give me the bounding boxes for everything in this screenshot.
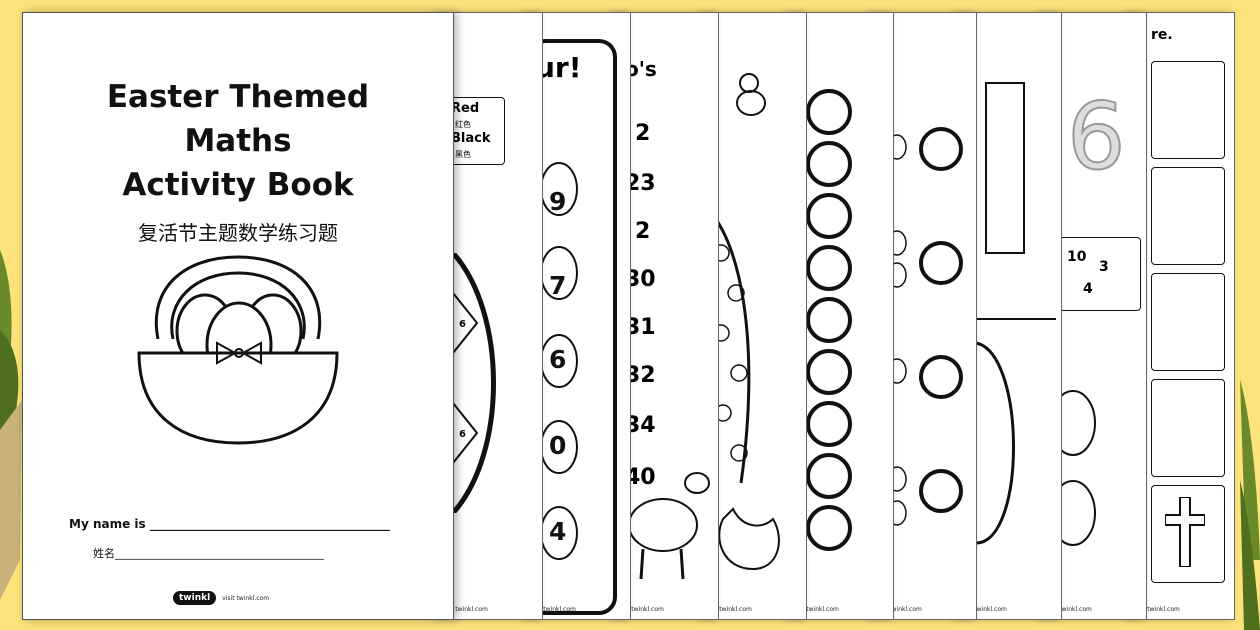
page-heading: re. <box>1151 27 1173 43</box>
egg-number: 4 <box>549 517 567 546</box>
answer-circle <box>806 89 852 135</box>
answer-circle <box>919 127 963 171</box>
segment-number: 6 <box>459 319 466 330</box>
lamb-icon <box>628 472 710 580</box>
book-title: Easter Themed Maths Activity Book <box>23 75 453 207</box>
page-footer: visit twinkl.com <box>617 606 664 613</box>
chick-icon <box>736 73 766 116</box>
legend-red-cn: 红色 <box>455 120 471 129</box>
egg-number: 6 <box>549 345 567 374</box>
logo-mark: twinkl <box>173 591 217 605</box>
page-footer: visit twinkl.com <box>529 606 576 613</box>
title-line: Maths <box>184 123 292 159</box>
page-footer: visit twinkl.com <box>875 606 922 613</box>
box-number: 3 <box>1099 259 1109 275</box>
segment-number: 6 <box>459 429 466 440</box>
legend-black: Black <box>451 131 491 146</box>
egg-number: 9 <box>549 187 567 216</box>
picture-box-egg <box>1151 61 1225 159</box>
legend-red: Red <box>451 101 480 116</box>
answer-circle <box>919 241 963 285</box>
answer-circle <box>806 297 852 343</box>
picture-box-bun <box>1151 273 1225 371</box>
answer-circle <box>806 505 852 551</box>
easter-basket-icon <box>137 255 339 445</box>
wheel-segments <box>451 253 496 513</box>
picture-box-hat <box>1151 167 1225 265</box>
traced-digit: 6 <box>1066 82 1127 191</box>
logo-url: visit twinkl.com <box>222 594 270 602</box>
legend-black-cn: 黑色 <box>455 150 471 159</box>
number-cell: 2 <box>635 121 651 146</box>
page-footer: visit twinkl.com <box>1045 606 1092 613</box>
twinkl-logo: twinkl visit twinkl.com <box>173 591 269 605</box>
cross-icon <box>1165 497 1205 567</box>
egg-icon <box>1051 390 1096 546</box>
page-outline-shapes <box>966 82 1056 545</box>
name-field: My name is _____________________________… <box>69 517 390 531</box>
answer-circle <box>806 401 852 447</box>
egg-number: 7 <box>549 271 567 300</box>
answer-circle <box>806 193 852 239</box>
box-number: 4 <box>1083 281 1093 297</box>
answer-circle <box>806 453 852 499</box>
page-footer: visit twinkl.com <box>960 606 1007 613</box>
answer-circle <box>919 469 963 513</box>
name-field-cn: 姓名______________________________________ <box>93 547 324 560</box>
answer-circle <box>919 355 963 399</box>
picture-box-bunny <box>1151 379 1225 477</box>
page-footer: visit twinkl.com <box>1133 606 1180 613</box>
number-cell: 2 <box>635 219 651 244</box>
egg-number: 0 <box>549 431 567 460</box>
hen-icon <box>718 507 780 571</box>
page-footer: visit twinkl.com <box>441 606 488 613</box>
page-footer: visit twinkl.com <box>705 606 752 613</box>
cover-page: Easter Themed Maths Activity Book 复活节主题数… <box>22 12 454 620</box>
answer-circle <box>806 349 852 395</box>
answer-circle <box>806 141 852 187</box>
page-footer: visit twinkl.com <box>792 606 839 613</box>
picture-box-cross <box>1151 485 1225 583</box>
box-number: 10 <box>1067 249 1087 265</box>
subtitle-chinese: 复活节主题数学练习题 <box>138 221 338 245</box>
title-line: Easter Themed <box>106 79 370 115</box>
answer-circle <box>806 245 852 291</box>
title-line: Activity Book <box>122 167 354 203</box>
